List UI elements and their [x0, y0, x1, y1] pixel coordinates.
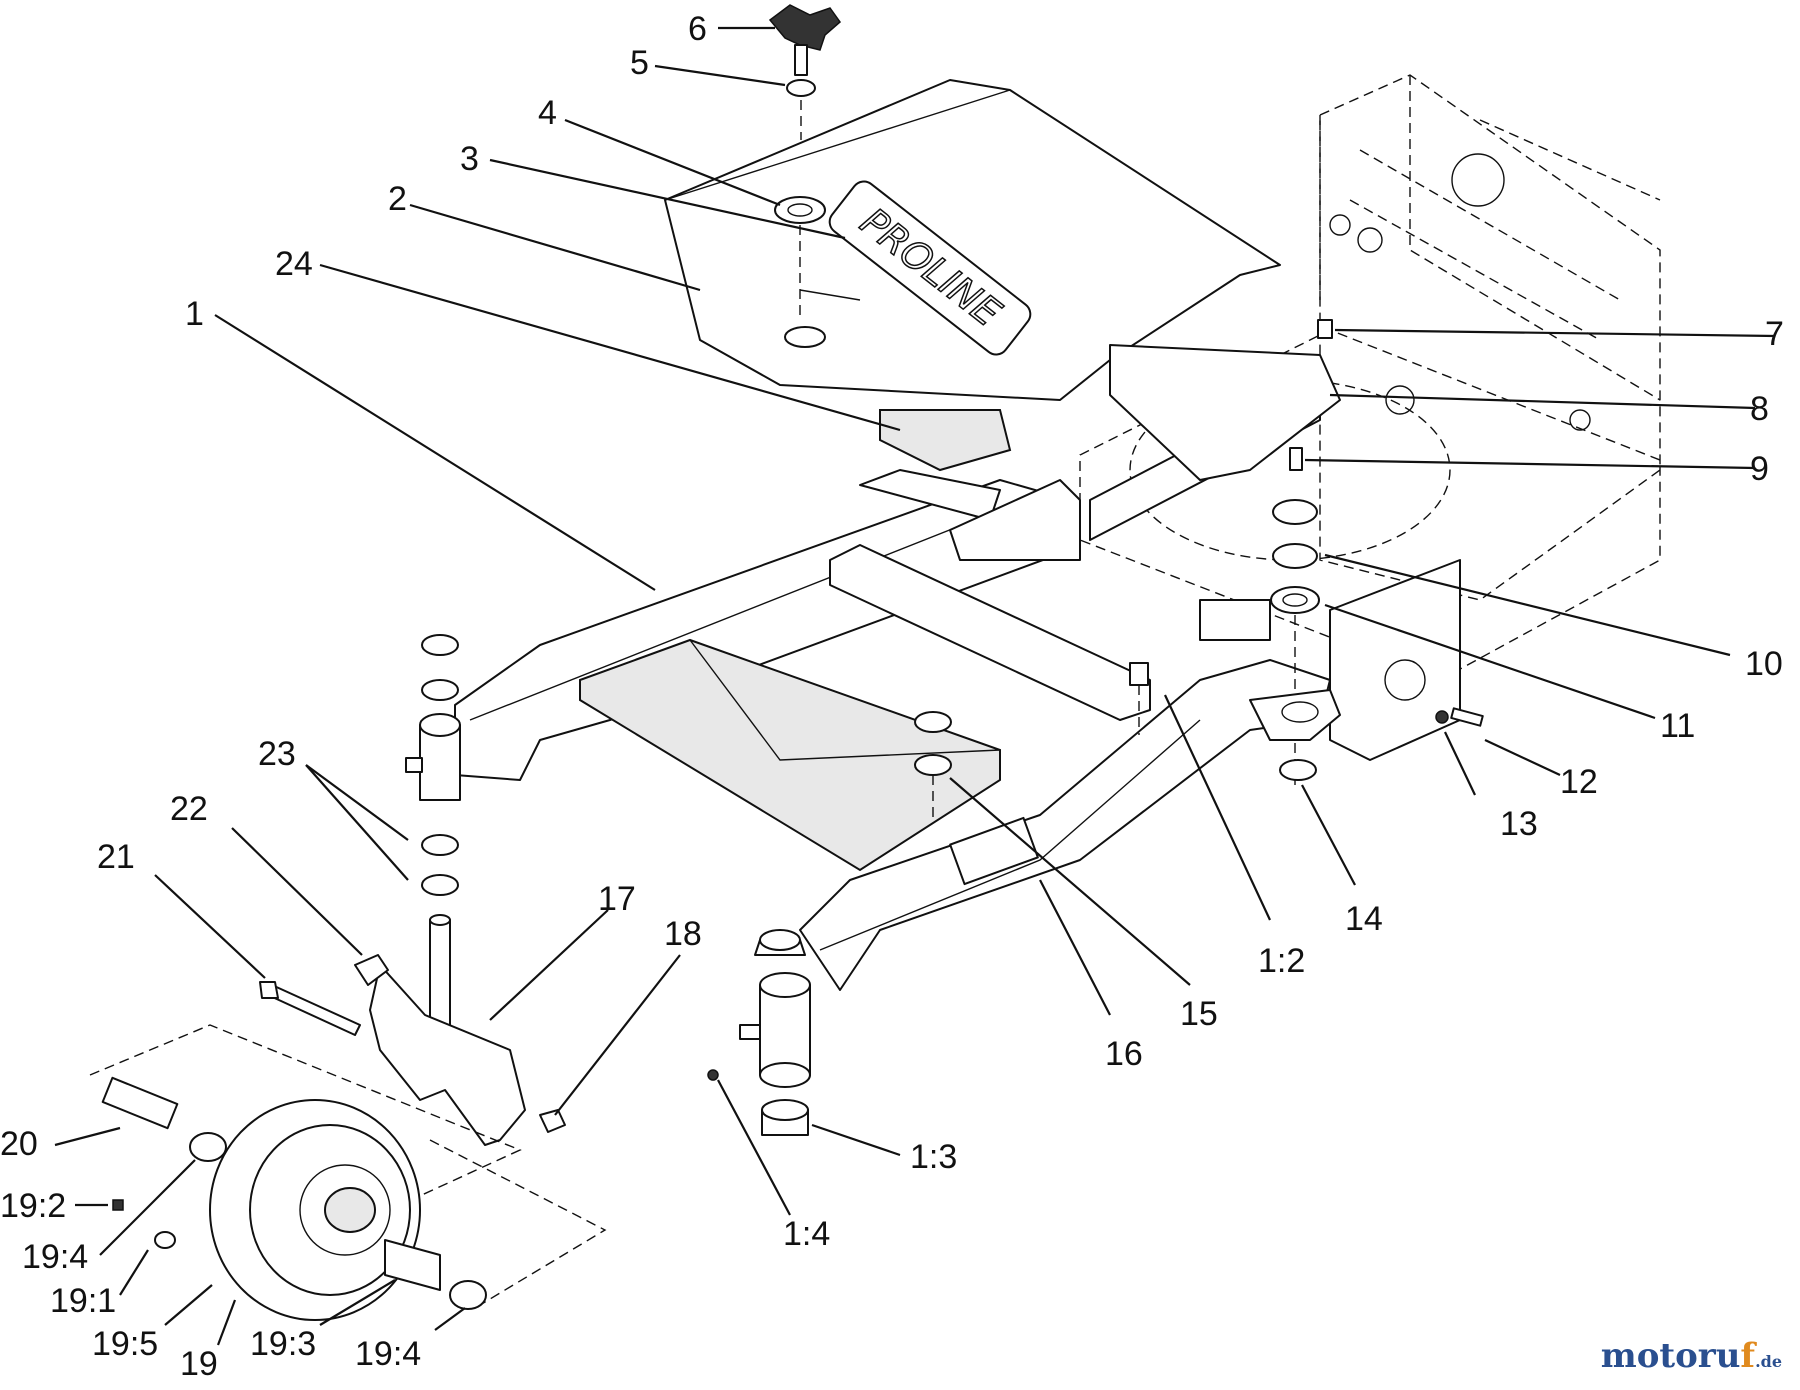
callout-12: 12 [1560, 763, 1598, 801]
hood-panel: PROLINE [664, 79, 1341, 481]
callout-1-4: 1:4 [783, 1215, 830, 1253]
callout-9: 9 [1750, 450, 1769, 488]
chassis-frame [1079, 74, 1661, 761]
callout-15: 15 [1180, 995, 1218, 1033]
center-parts [914, 662, 1149, 886]
callout-1-3: 1:3 [910, 1138, 957, 1176]
watermark-part2: f [1740, 1336, 1756, 1376]
callout-2: 2 [388, 180, 407, 218]
callout-17: 17 [598, 880, 636, 918]
callout-21: 21 [97, 838, 135, 876]
callout-22: 22 [170, 790, 208, 828]
callout-23: 23 [258, 735, 296, 773]
caster-wheel [89, 1024, 607, 1321]
callout-4: 4 [538, 94, 557, 132]
callout-19-5: 19:5 [92, 1325, 158, 1363]
callout-24: 24 [275, 245, 313, 283]
callout-6: 6 [688, 10, 707, 48]
callout-16: 16 [1105, 1035, 1143, 1073]
knob-assembly [768, 4, 842, 320]
callout-8: 8 [1750, 390, 1769, 428]
callout-1-2: 1:2 [1258, 942, 1305, 980]
callout-19-1: 19:1 [50, 1282, 116, 1320]
callout-1: 1 [185, 295, 204, 333]
right-caster-spindle [707, 929, 811, 1136]
watermark-suffix: .de [1755, 1352, 1782, 1371]
rear-fork-parts [1249, 319, 1484, 790]
callout-labels: 6 5 4 3 2 24 1 7 8 9 10 11 12 13 14 15 1… [0, 10, 1784, 1383]
callout-19: 19 [180, 1345, 218, 1383]
callout-19-2: 19:2 [0, 1187, 66, 1225]
callout-19-4-left: 19:4 [22, 1238, 88, 1276]
callout-20: 20 [0, 1125, 38, 1163]
callout-7: 7 [1765, 315, 1784, 353]
main-frame [454, 379, 1331, 991]
callout-18: 18 [664, 915, 702, 953]
left-caster-spindle [259, 634, 566, 1146]
callout-14: 14 [1345, 900, 1383, 938]
callout-5: 5 [630, 44, 649, 82]
callout-10: 10 [1745, 645, 1783, 683]
callout-13: 13 [1500, 805, 1538, 843]
watermark: motoruf.de [1601, 1336, 1782, 1376]
callout-19-3: 19:3 [250, 1325, 316, 1363]
callout-11: 11 [1660, 707, 1695, 745]
watermark-part1: motoru [1600, 1336, 1741, 1376]
leader-lines [54, 26, 1776, 1346]
callout-3: 3 [460, 140, 479, 178]
callout-19-4-right: 19:4 [355, 1335, 421, 1373]
